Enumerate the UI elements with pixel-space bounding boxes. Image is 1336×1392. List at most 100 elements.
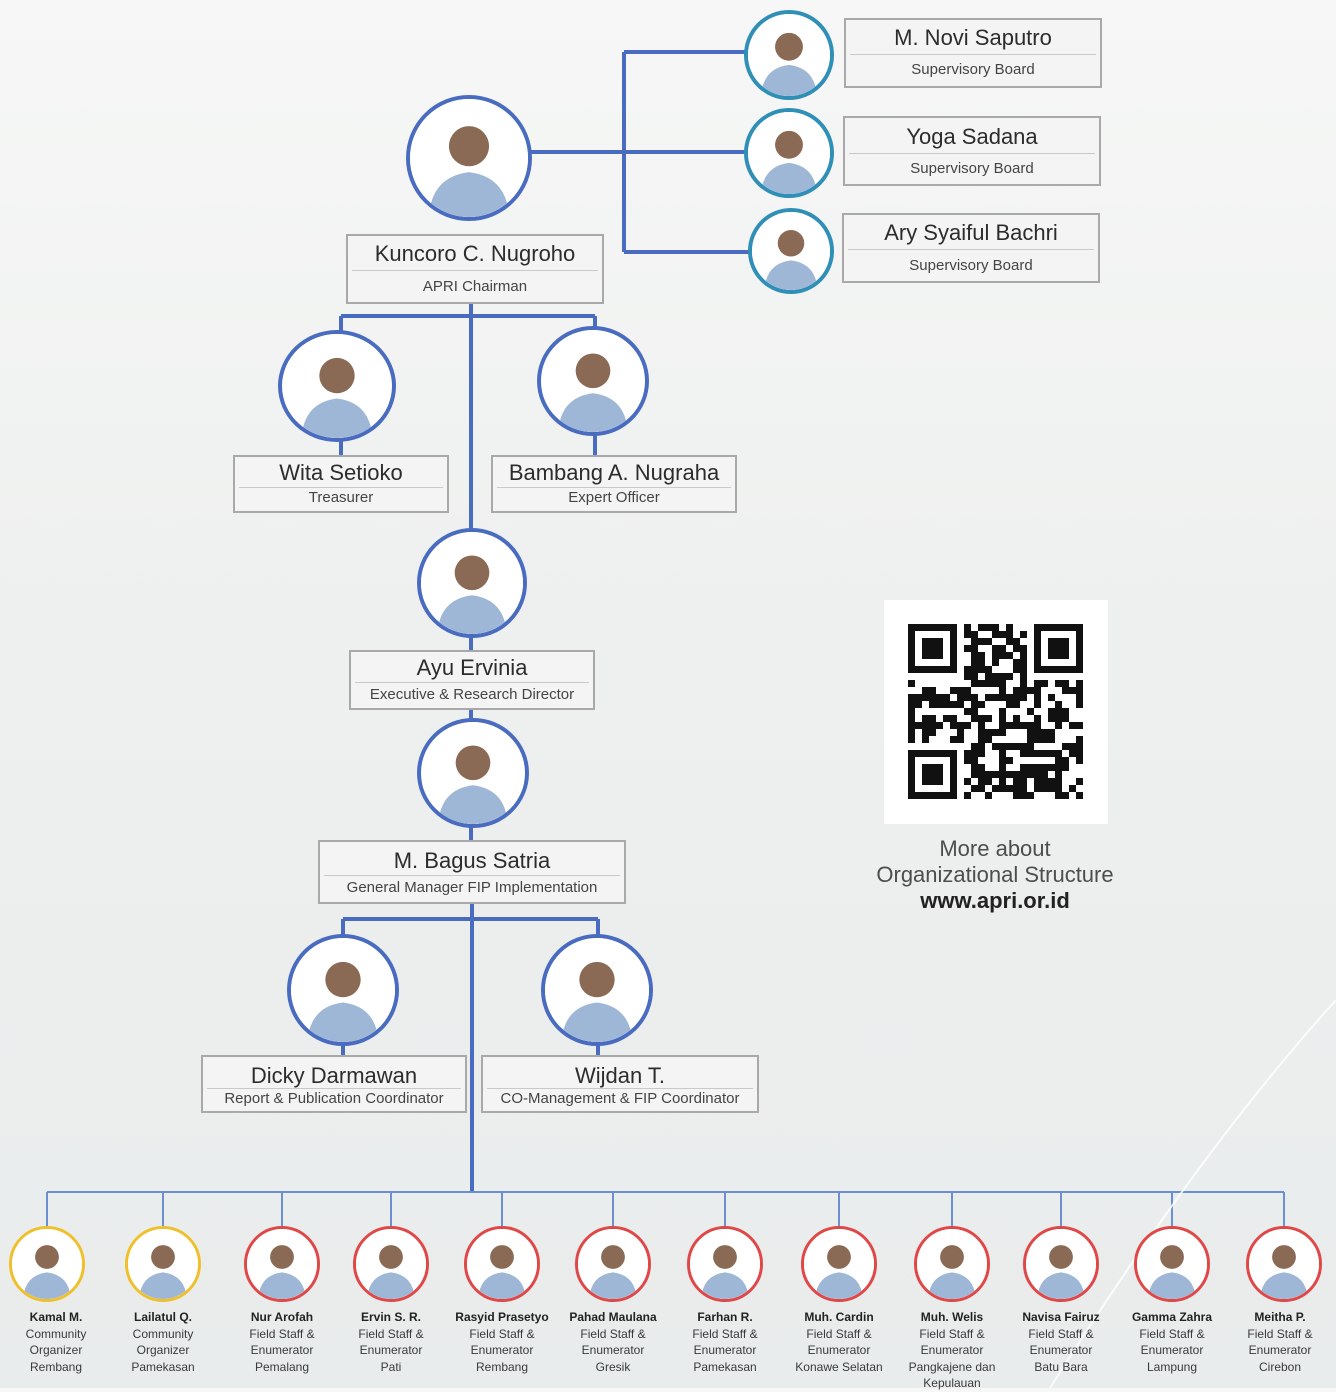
avatar bbox=[244, 1226, 320, 1302]
person-icon bbox=[422, 722, 524, 824]
person-icon bbox=[421, 532, 523, 634]
person-icon bbox=[467, 1229, 537, 1299]
person-role: APRI Chairman bbox=[422, 278, 528, 295]
qr-code bbox=[884, 600, 1108, 824]
avatar bbox=[748, 208, 834, 294]
staff-role: Enumerator bbox=[359, 1343, 423, 1357]
staff-role: Field Staff & bbox=[1139, 1326, 1205, 1341]
staff-location: Gresik bbox=[595, 1359, 631, 1374]
staff-role: Enumerator bbox=[1140, 1343, 1204, 1357]
avatar bbox=[1246, 1226, 1322, 1302]
staff-role: Enumerator bbox=[1029, 1343, 1093, 1357]
staff-location: Lampung bbox=[1146, 1359, 1198, 1374]
staff-role: Enumerator bbox=[920, 1343, 984, 1357]
person-card: Dicky Darmawan Report & Publication Coor… bbox=[201, 1055, 467, 1113]
person-icon bbox=[748, 14, 830, 96]
staff-role: Field Staff & bbox=[249, 1326, 315, 1341]
avatar bbox=[914, 1226, 990, 1302]
staff-name: Lailatul Q. bbox=[133, 1310, 192, 1324]
avatar bbox=[744, 10, 834, 100]
person-role: Treasurer bbox=[308, 489, 374, 506]
person-icon bbox=[917, 1229, 987, 1299]
staff-location: Pamekasan bbox=[131, 1359, 195, 1374]
staff-name: Meitha P. bbox=[1254, 1310, 1306, 1324]
staff-role: Enumerator bbox=[581, 1343, 645, 1357]
person-card: M. Novi Saputro Supervisory Board bbox=[844, 18, 1102, 88]
person-role: Executive & Research Director bbox=[369, 686, 575, 703]
staff-role: Field Staff & bbox=[692, 1326, 758, 1341]
person-role: Supervisory Board bbox=[909, 257, 1033, 274]
person-icon bbox=[285, 334, 389, 438]
staff-role: Field Staff & bbox=[806, 1326, 872, 1341]
person-card: Bambang A. Nugraha Expert Officer bbox=[491, 455, 737, 513]
person-card: Wijdan T. CO-Management & FIP Coordinato… bbox=[481, 1055, 759, 1113]
avatar bbox=[278, 330, 396, 442]
staff-role: Community bbox=[25, 1326, 87, 1341]
card-divider bbox=[849, 153, 1095, 154]
staff-name: Gamma Zahra bbox=[1131, 1310, 1213, 1324]
card-divider bbox=[207, 1088, 461, 1089]
card-divider bbox=[239, 487, 443, 488]
staff-name: Navisa Fairuz bbox=[1022, 1310, 1100, 1324]
person-card: M. Bagus Satria General Manager FIP Impl… bbox=[318, 840, 626, 904]
person-card: Wita Setioko Treasurer bbox=[233, 455, 449, 513]
staff-name: Pahad Maulana bbox=[569, 1310, 657, 1324]
person-icon bbox=[12, 1229, 82, 1299]
person-role: Supervisory Board bbox=[910, 160, 1034, 177]
staff-location: Pangkajene dan Kepulauan bbox=[908, 1359, 996, 1391]
staff-name: Muh. Cardin bbox=[804, 1310, 874, 1324]
staff-name: Nur Arofah bbox=[250, 1310, 314, 1324]
person-name: Dicky Darmawan bbox=[250, 1063, 418, 1088]
person-role: CO-Management & FIP Coordinator bbox=[500, 1090, 740, 1107]
person-name: Bambang A. Nugraha bbox=[508, 460, 720, 485]
staff-name: Rasyid Prasetyo bbox=[455, 1310, 549, 1324]
person-icon bbox=[1249, 1229, 1319, 1299]
person-name: Kuncoro C. Nugroho bbox=[374, 241, 576, 266]
person-icon bbox=[542, 330, 644, 432]
avatar bbox=[801, 1226, 877, 1302]
card-divider bbox=[324, 875, 620, 876]
staff-name: Ervin S. R. bbox=[360, 1310, 422, 1324]
staff-role: Enumerator bbox=[470, 1343, 534, 1357]
person-icon bbox=[128, 1229, 198, 1299]
staff-name: Kamal M. bbox=[29, 1310, 83, 1324]
person-icon bbox=[690, 1229, 760, 1299]
person-name: Ary Syaiful Bachri bbox=[884, 220, 1058, 245]
card-divider bbox=[497, 487, 731, 488]
staff-role: Enumerator bbox=[1248, 1343, 1312, 1357]
staff-role: Field Staff & bbox=[358, 1326, 424, 1341]
website-link[interactable]: www.apri.or.id bbox=[920, 888, 1070, 913]
staff-role: Field Staff & bbox=[919, 1326, 985, 1341]
avatar bbox=[1134, 1226, 1210, 1302]
card-divider bbox=[355, 682, 589, 683]
staff-location: Pemalang bbox=[254, 1359, 310, 1374]
card-divider bbox=[850, 54, 1096, 55]
person-icon bbox=[247, 1229, 317, 1299]
more-info-line1: More about bbox=[939, 836, 1051, 861]
staff-location: Pati bbox=[380, 1359, 402, 1374]
person-name: Ayu Ervinia bbox=[416, 655, 528, 680]
person-icon bbox=[545, 938, 649, 1042]
qr-code-icon bbox=[908, 624, 1083, 799]
person-icon bbox=[1026, 1229, 1096, 1299]
person-name: Wita Setioko bbox=[279, 460, 403, 485]
avatar bbox=[353, 1226, 429, 1302]
person-icon bbox=[410, 99, 528, 217]
person-role: Expert Officer bbox=[568, 489, 660, 506]
avatar bbox=[541, 934, 653, 1046]
person-role: Supervisory Board bbox=[911, 61, 1035, 78]
avatar bbox=[464, 1226, 540, 1302]
person-icon bbox=[291, 938, 395, 1042]
staff-role: Field Staff & bbox=[469, 1326, 535, 1341]
staff-role: Field Staff & bbox=[580, 1326, 646, 1341]
